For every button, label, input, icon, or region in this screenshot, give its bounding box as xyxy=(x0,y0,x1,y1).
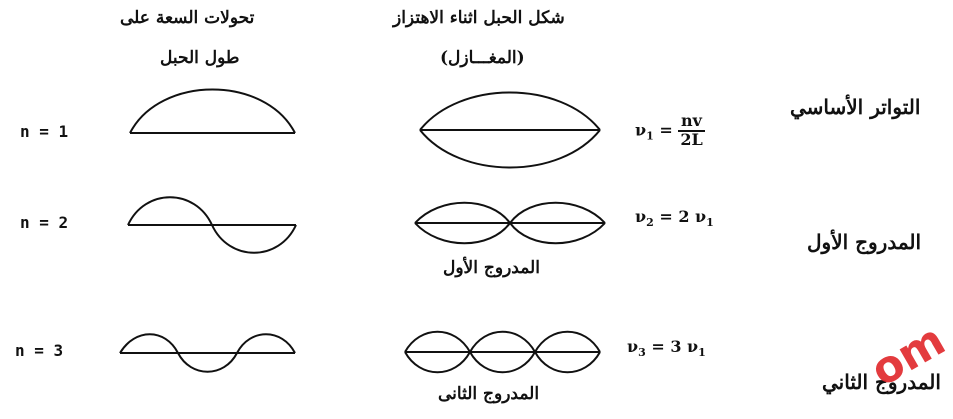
header-amplitude-line1: تحولات السعة على xyxy=(120,8,254,28)
shape-caption-3: المدروج الثانى xyxy=(438,384,539,404)
header-amplitude-line2: طول الحبل xyxy=(160,48,239,68)
n-label-2: n = 2 xyxy=(20,213,68,232)
shape-n2 xyxy=(415,203,605,244)
n-label-1: n = 1 xyxy=(20,122,68,141)
freq-formula-3: ν3 = 3 ν1 xyxy=(627,337,706,359)
amplitude-n3 xyxy=(120,334,295,372)
header-shape-line2: (المغـــازل) xyxy=(440,48,525,68)
shape-n3 xyxy=(405,332,600,373)
header-shape-line1: شكل الحبل اثناء الاهتزاز xyxy=(393,8,565,28)
shape-caption-2: المدروج الأول xyxy=(443,258,540,278)
mode-name-2: المدروج الأول xyxy=(807,230,921,254)
fraction: nv 2L xyxy=(678,113,704,149)
shape-n1 xyxy=(420,93,600,168)
n-label-3: n = 3 xyxy=(15,341,63,360)
freq-formula-1: ν1 = nv 2L xyxy=(635,113,705,149)
freq-formula-2: ν2 = 2 ν1 xyxy=(635,207,714,229)
amplitude-n1 xyxy=(130,90,295,134)
mode-name-1: التواتر الأساسي xyxy=(790,95,920,119)
amplitude-n2 xyxy=(128,197,296,253)
